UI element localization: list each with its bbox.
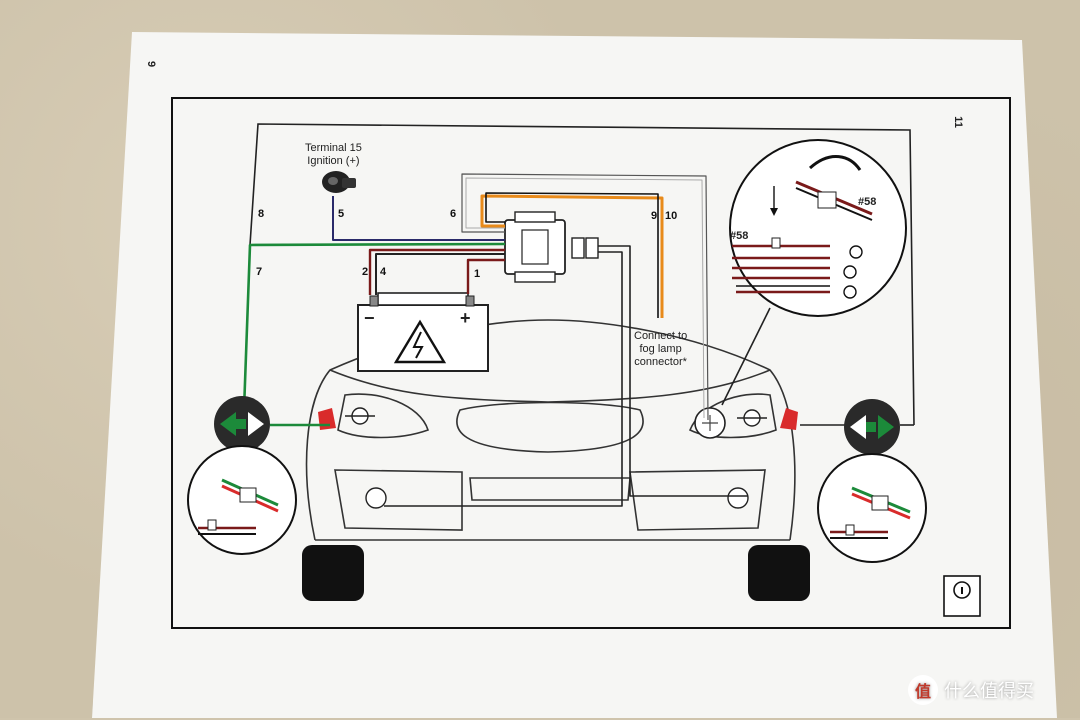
info-icon [943,575,981,617]
wire-label-9: 9 [651,210,658,222]
terminal-label-line2: Ignition (+) [307,155,360,167]
watermark-badge: 值 [908,675,938,705]
fog-lamp-note-line2: fog lamp [639,343,682,355]
fog-lamp-note: Connect to fog lamp connector* [634,330,687,369]
wire-harness [242,173,914,507]
ref-58-right: #58 [858,196,877,208]
right-fog-lamp [727,487,749,509]
wire-2 [368,248,505,295]
site-watermark: 值 什么值得买 [908,673,1034,707]
fog-lamp-note-line3: connector* [634,356,687,368]
wire-label-7: 7 [256,266,263,278]
wire-label-2: 2 [362,266,369,278]
watermark-text: 什么值得买 [944,681,1034,701]
terminal-label-line1: Terminal 15 [305,142,362,154]
wire-4 [375,253,505,295]
wire-7 [242,242,506,411]
left-turn-indicator-icon [214,396,270,452]
wire-label-6: 6 [450,208,457,220]
manual-page [92,32,1057,718]
left-page-number: 9 [145,60,158,68]
car-outline [305,319,796,541]
wire-label-8: 8 [258,208,265,220]
right-headlight-bulb [737,409,767,427]
lamp-detail-circle [729,139,907,317]
wire-6 [461,173,709,421]
ignition-key-icon [322,171,356,193]
routing-frame [249,123,915,426]
wire-label-10: 10 [665,210,678,222]
terminal-label: Terminal 15 Ignition (+) [305,142,362,168]
right-page-number: 11 [951,116,964,128]
module-connector [571,237,599,259]
left-headlight-bulb [345,407,375,425]
car-battery [357,292,489,372]
right-marker-lamp [780,408,798,430]
control-module [504,211,566,283]
fog-lamp-feed [598,245,748,497]
right-turn-indicator-icon [844,399,900,455]
wire-9-10 [480,194,664,318]
wire-label-4: 4 [380,266,387,278]
ref-58-left: #58 [730,230,749,242]
wire-1 [466,258,505,294]
right-detail-circle [817,453,927,563]
left-tire [302,545,364,601]
left-detail-circle [187,445,297,555]
wire-label-1: 1 [474,268,481,280]
page-frame [171,97,1011,629]
wire-label-5: 5 [338,208,345,220]
left-fog-lamp [365,487,387,509]
battery-minus-label: − [364,308,375,328]
wire-5 [332,196,505,241]
left-marker-lamp [318,408,336,430]
fog-lamp-note-line1: Connect to [634,330,688,342]
battery-plus-label: + [460,308,471,328]
right-tire [748,545,810,601]
